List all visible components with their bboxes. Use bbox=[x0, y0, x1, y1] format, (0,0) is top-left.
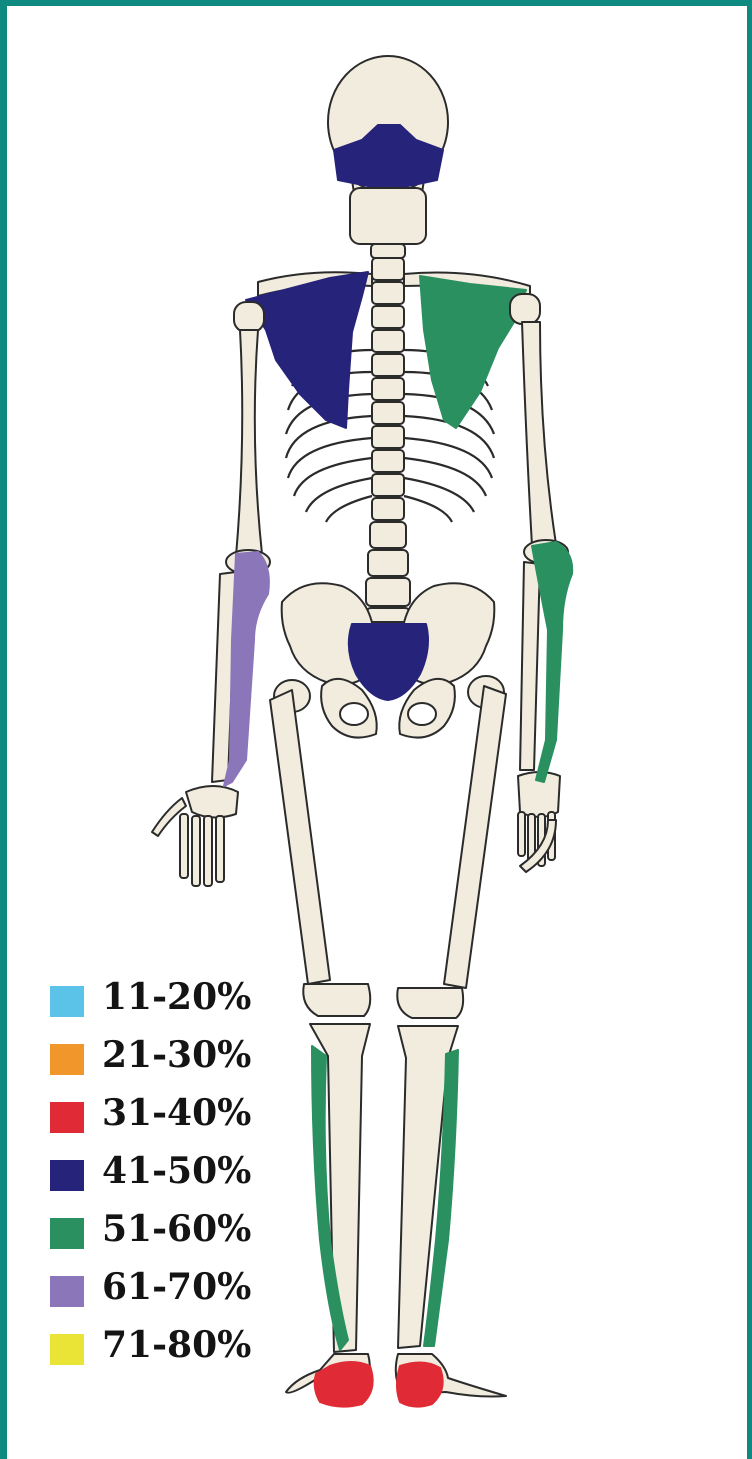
legend-label: 11-20% bbox=[102, 976, 251, 1018]
legend-swatch bbox=[50, 1044, 84, 1075]
legend-swatch bbox=[50, 1102, 84, 1133]
region-left-calcaneus bbox=[397, 1362, 443, 1406]
spine bbox=[366, 258, 410, 622]
legend-label: 61-70% bbox=[102, 1266, 251, 1308]
right-hand bbox=[152, 786, 238, 886]
legend-swatch bbox=[50, 1160, 84, 1191]
legend-label: 51-60% bbox=[102, 1208, 251, 1250]
cervical-spine bbox=[350, 188, 426, 258]
legend-label: 21-30% bbox=[102, 1034, 251, 1076]
legend-label: 71-80% bbox=[102, 1324, 251, 1366]
legend-swatch bbox=[50, 1276, 84, 1307]
region-left-scapula bbox=[420, 276, 526, 428]
legend-label: 41-50% bbox=[102, 1150, 251, 1192]
region-right-scapula bbox=[246, 272, 368, 428]
left-hand bbox=[518, 772, 560, 872]
legend-swatch bbox=[50, 1334, 84, 1365]
region-right-calcaneus bbox=[315, 1362, 373, 1407]
legend-swatch bbox=[50, 1218, 84, 1249]
legend-label: 31-40% bbox=[102, 1092, 251, 1134]
legend-swatch bbox=[50, 986, 84, 1017]
femurs bbox=[270, 676, 506, 1018]
